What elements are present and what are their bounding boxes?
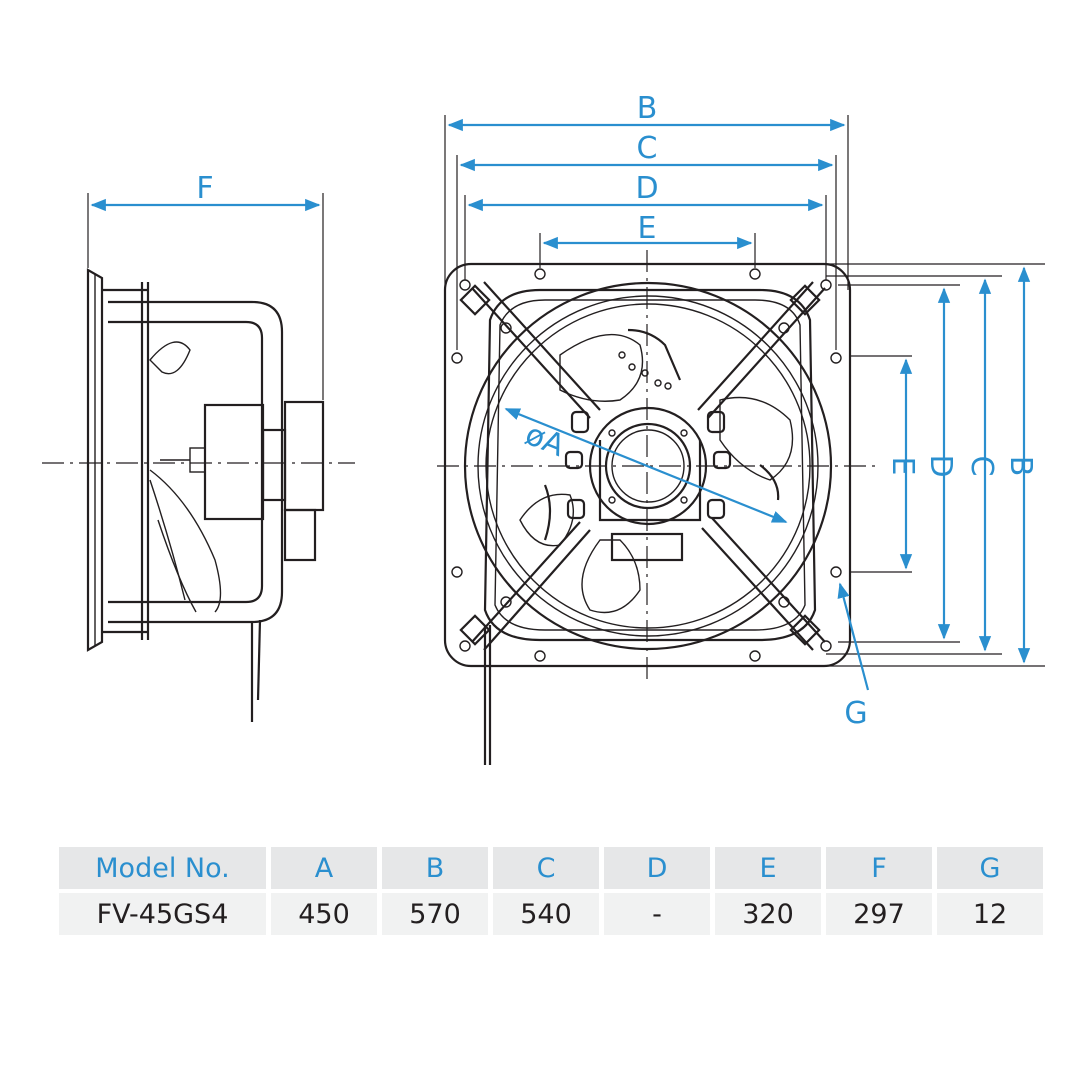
fan-ring [463, 281, 833, 651]
cell-b: 570 [382, 893, 488, 935]
side-flange [86, 268, 104, 652]
header-cell-f: F [826, 847, 932, 889]
dim-label-top-d: D [635, 171, 658, 206]
header-cell-e: E [715, 847, 821, 889]
mounting-holes [451, 268, 842, 662]
dim-label-g: G [844, 696, 867, 731]
blade [559, 333, 644, 402]
spec-table-header-row: Model No. A B C D E F G [59, 847, 1043, 889]
fan-dimension-drawing: F [42, 91, 1045, 765]
cross-brace [471, 281, 826, 651]
dim-label-top-e: E [638, 211, 657, 246]
dim-label-right-d: D [923, 454, 958, 477]
cell-f: 297 [826, 893, 932, 935]
cell-e: 320 [715, 893, 821, 935]
cell-g: 12 [937, 893, 1043, 935]
dim-label-right-c: C [964, 456, 999, 477]
dim-label-f: F [196, 171, 213, 206]
cell-model: FV-45GS4 [59, 893, 266, 935]
dim-label-top-b: B [637, 91, 658, 126]
cell-a: 450 [271, 893, 377, 935]
blade [719, 396, 794, 481]
dim-label-right-b: B [1003, 456, 1038, 477]
cell-c: 540 [493, 893, 599, 935]
header-cell-model: Model No. [59, 847, 266, 889]
front-plate [443, 262, 852, 668]
header-cell-d: D [604, 847, 710, 889]
cell-d: - [604, 893, 710, 935]
side-view: F [42, 171, 355, 722]
blade [581, 539, 641, 614]
dim-label-top-c: C [637, 131, 658, 166]
header-cell-b: B [382, 847, 488, 889]
nameplate [610, 532, 684, 562]
front-view: B C D E E D C B øA G [437, 91, 1045, 765]
dim-label-right-e: E [885, 457, 920, 476]
table-row: FV-45GS4 450 570 540 - 320 297 12 [59, 893, 1043, 935]
header-cell-a: A [271, 847, 377, 889]
dim-label-diameter-a: øA [520, 417, 570, 464]
spec-table: Model No. A B C D E F G FV-45GS4 450 570… [54, 843, 1048, 939]
side-motor [203, 403, 265, 521]
header-cell-c: C [493, 847, 599, 889]
header-cell-g: G [937, 847, 1043, 889]
